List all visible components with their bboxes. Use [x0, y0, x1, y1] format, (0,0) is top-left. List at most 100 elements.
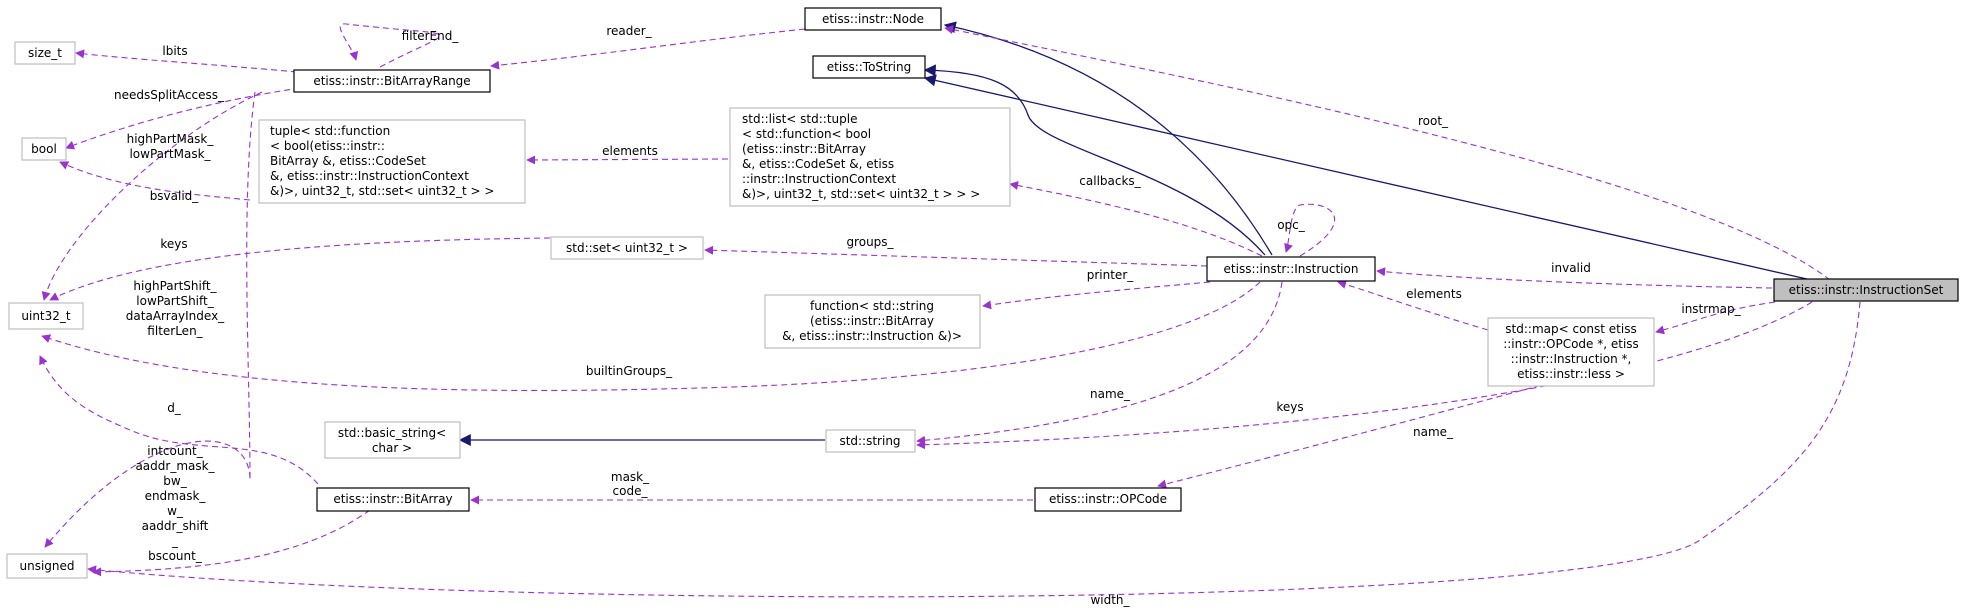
node-basic-string[interactable]: std::basic_string< char > [324, 421, 461, 459]
edges [39, 21, 1861, 598]
edge-reader [490, 28, 806, 70]
label-shifts-1: lowPartShift_ [136, 294, 214, 308]
label-highlowmask-0: highPartMask_ [127, 132, 215, 146]
node-instr-node[interactable]: etiss::instr::Node [804, 7, 942, 31]
label-needssplit: needsSplitAccess_ [114, 88, 225, 102]
node-basic-string-line-1: char > [372, 441, 412, 455]
edge-groups [704, 245, 1208, 267]
label-invalid: invalid [1551, 261, 1591, 275]
label-intcount-4: w_ [167, 504, 184, 518]
edge-needssplit [65, 87, 301, 150]
nodes: etiss::instr::Node etiss::ToString size_… [6, 7, 1959, 579]
label-width: width_ [1090, 593, 1130, 607]
node-bitarrayrange[interactable]: etiss::instr::BitArrayRange [293, 69, 491, 93]
node-string[interactable]: std::string [825, 429, 916, 453]
edge-name-set [916, 301, 1813, 450]
edge-width [87, 301, 1861, 598]
node-list-line-4: ::instr::InstructionContext [742, 172, 896, 186]
edge-highlowmask [41, 91, 263, 301]
label-shifts-3: filterLen_ [147, 324, 203, 338]
node-instruction-label: etiss::instr::Instruction [1224, 262, 1359, 276]
edge-opc [1284, 203, 1336, 257]
label-elements-right: elements [1406, 287, 1462, 301]
node-size-t-label: size_t [28, 46, 62, 60]
node-bitarray-label: etiss::instr::BitArray [333, 492, 452, 506]
node-bitarrayrange-label: etiss::instr::BitArrayRange [313, 74, 470, 88]
edge-filterend [339, 23, 441, 68]
node-set[interactable]: std::set< uint32_t > [550, 236, 704, 260]
node-list-line-5: &)>, uint32_t, std::set< uint32_t > > > [742, 187, 980, 201]
label-keys-map: keys [1276, 400, 1303, 414]
node-list-line-3: &, etiss::CodeSet &, etiss [742, 157, 894, 171]
node-instructionset[interactable]: etiss::instr::InstructionSet [1773, 278, 1959, 302]
label-builtingroups: builtinGroups_ [586, 364, 673, 378]
label-d: d_ [167, 401, 182, 415]
node-tostring-label: etiss::ToString [827, 60, 911, 74]
edge-elements-tuple [526, 155, 729, 165]
label-shifts-0: highPartShift_ [133, 279, 217, 293]
node-list[interactable]: std::list< std::tuple < std::function< b… [729, 107, 1011, 207]
node-map-line-3: etiss::instr::less > [1517, 367, 1625, 381]
node-map-line-0: std::map< const etiss [1505, 322, 1636, 336]
label-mask-code-0: mask_ [611, 470, 650, 484]
label-mask-code-1: code_ [613, 484, 649, 498]
label-intcount-1: aaddr_mask_ [135, 459, 215, 473]
label-intcount-5: aaddr_shift [142, 519, 209, 533]
node-opcode[interactable]: etiss::instr::OPCode [1034, 487, 1182, 512]
node-map[interactable]: std::map< const etiss ::instr::OPCode *,… [1487, 317, 1655, 387]
edge-lbits [75, 49, 298, 73]
label-highlowmask-1: lowPartMask_ [129, 147, 211, 161]
node-set-label: std::set< uint32_t > [566, 241, 688, 255]
label-elements-top: elements [602, 144, 658, 158]
label-instrmap: instrmap_ [1681, 302, 1741, 316]
label-bsvalid: bsvalid_ [150, 189, 200, 203]
node-unsigned[interactable]: unsigned [6, 553, 88, 579]
node-list-line-2: (etiss::instr::BitArray [742, 142, 866, 156]
label-intcount-7: bscount_ [148, 549, 203, 563]
node-tuple-line-0: tuple< std::function [270, 124, 390, 138]
edge-invalid [1376, 267, 1773, 289]
node-map-line-1: ::instr::OPCode *, etiss [1503, 337, 1639, 351]
edge-root [944, 25, 1831, 281]
edge-keys-map [1157, 379, 1561, 489]
label-reader: reader_ [606, 24, 652, 38]
node-list-line-1: < std::function< bool [742, 127, 871, 141]
label-printer: printer_ [1087, 268, 1135, 282]
node-tuple-line-2: BitArray &, etiss::CodeSet [270, 154, 426, 168]
edge-instruction-to-node [943, 21, 1273, 256]
node-function[interactable]: function< std::string (etiss::instr::Bit… [764, 294, 981, 349]
node-function-line-1: (etiss::instr::BitArray [810, 314, 934, 328]
edge-elements-map [1337, 280, 1489, 331]
label-filterend: filterEnd_ [402, 29, 460, 43]
node-size-t[interactable]: size_t [14, 41, 76, 65]
edge-printer [982, 281, 1211, 310]
node-unsigned-label: unsigned [19, 559, 74, 573]
label-intcount-0: intcount_ [147, 444, 204, 458]
node-list-line-0: std::list< std::tuple [742, 112, 857, 126]
node-function-line-2: &, etiss::instr::Instruction &)> [782, 329, 962, 343]
node-bool[interactable]: bool [21, 137, 67, 161]
node-tuple-line-1: < bool(etiss::instr:: [270, 139, 385, 153]
label-opc: opc_ [1277, 218, 1306, 232]
node-tuple[interactable]: tuple< std::function < bool(etiss::instr… [258, 119, 526, 204]
node-tuple-line-4: &)>, uint32_t, std::set< uint32_t > > [270, 184, 494, 198]
edge-keys-left [49, 237, 551, 301]
label-intcount-2: bw_ [163, 474, 187, 488]
node-tuple-line-3: &, etiss::instr::InstructionContext [270, 169, 469, 183]
node-basic-string-line-0: std::basic_string< [338, 426, 446, 440]
edge-intcount [92, 509, 371, 577]
edge-builtingroups [41, 281, 1261, 392]
node-function-line-0: function< std::string [810, 299, 934, 313]
edge-instructionset-to-tostring [923, 74, 1821, 283]
node-instruction[interactable]: etiss::instr::Instruction [1206, 256, 1376, 282]
node-uint32[interactable]: uint32_t [8, 302, 84, 330]
edge-callbacks [1009, 181, 1263, 257]
edge-instrmap [1655, 301, 1776, 335]
node-bitarray[interactable]: etiss::instr::BitArray [316, 487, 470, 512]
label-lbits: lbits [162, 44, 187, 58]
node-tostring[interactable]: etiss::ToString [812, 55, 926, 79]
label-intcount-6: _ [171, 534, 179, 548]
label-shifts-2: dataArrayIndex_ [126, 309, 225, 323]
label-keys-left: keys [160, 237, 187, 251]
